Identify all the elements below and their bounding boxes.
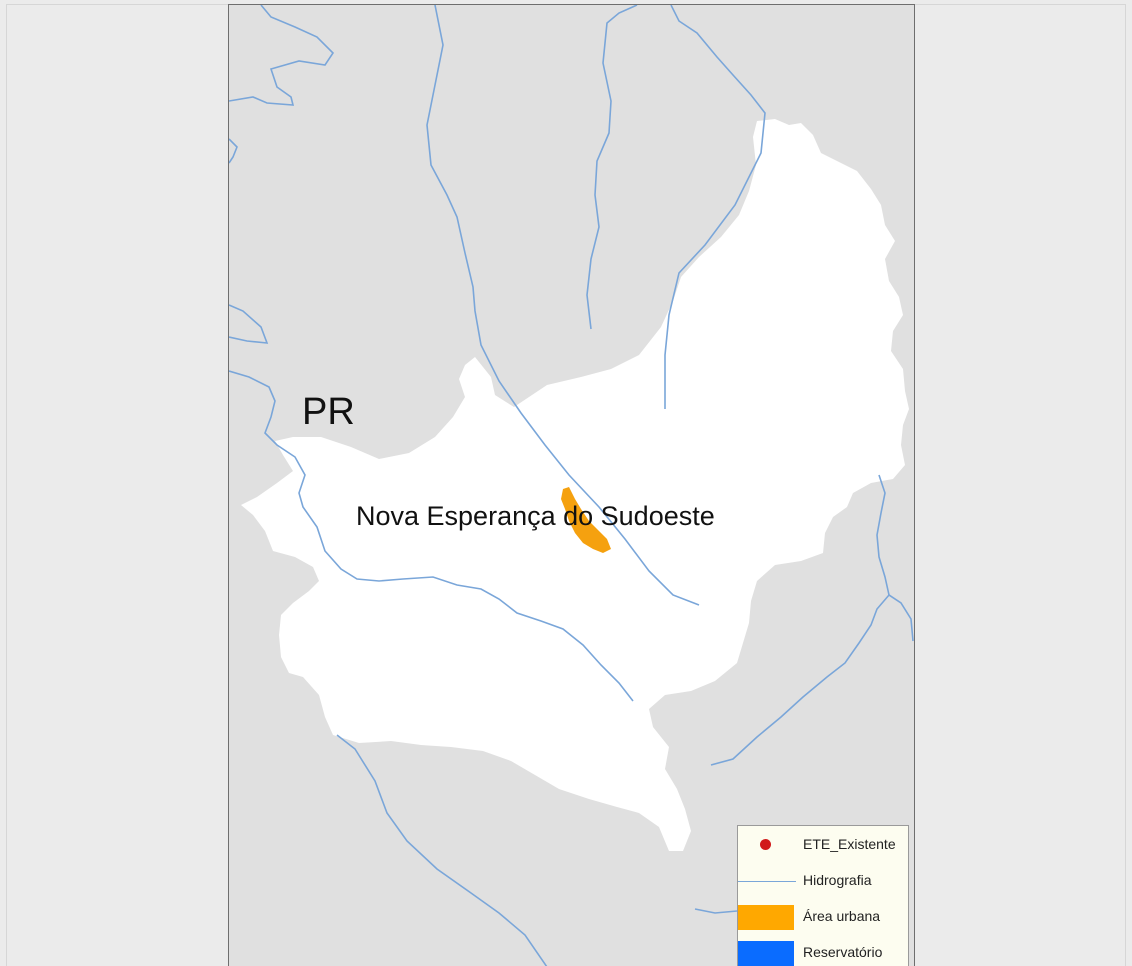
urban-area	[561, 487, 611, 553]
map-legend: ETE_Existente Hidrografia Área urbana Re…	[737, 825, 909, 966]
legend-item-reservatorio: Reservatório	[738, 936, 908, 966]
legend-symbol-polygon	[738, 936, 796, 966]
municipality-label: Nova Esperança do Sudoeste	[356, 501, 715, 531]
orange-box-icon	[738, 905, 794, 930]
legend-label: ETE_Existente	[803, 836, 896, 852]
blue-line-icon	[738, 881, 796, 882]
legend-item-hidrografia: Hidrografia	[738, 864, 908, 898]
map-canvas	[229, 5, 914, 966]
legend-symbol-line	[738, 864, 796, 898]
blue-box-icon	[738, 941, 794, 966]
legend-label: Reservatório	[803, 944, 883, 960]
legend-symbol-point	[738, 828, 796, 862]
municipality-area	[241, 119, 909, 851]
legend-item-ete: ETE_Existente	[738, 828, 908, 862]
red-dot-icon	[760, 839, 771, 850]
legend-label: Hidrografia	[803, 872, 872, 888]
map-frame: PR Nova Esperança do Sudoeste ETE_Existe…	[228, 4, 915, 966]
legend-item-area-urbana: Área urbana	[738, 900, 908, 934]
hydrography	[229, 5, 914, 966]
legend-symbol-polygon	[738, 900, 796, 934]
state-label: PR	[302, 391, 355, 433]
legend-label: Área urbana	[803, 908, 881, 924]
